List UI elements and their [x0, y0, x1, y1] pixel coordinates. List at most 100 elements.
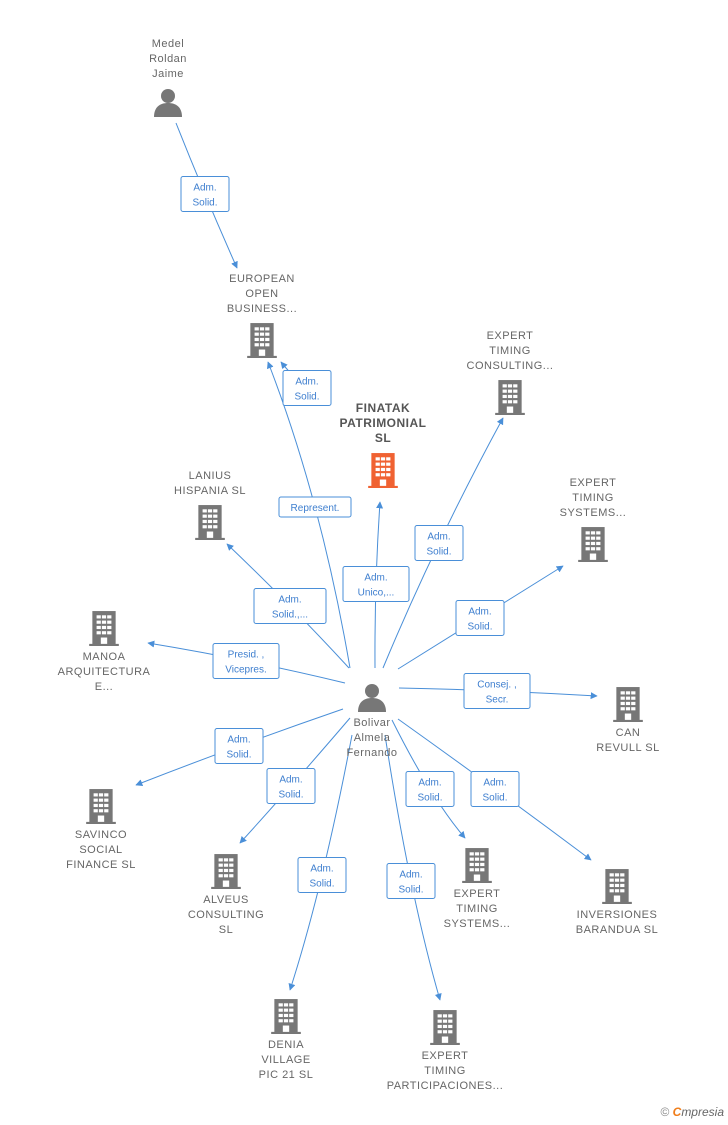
edge-label-frame — [278, 496, 352, 518]
edge-label-box[interactable]: Presid. ,Vicepres. — [212, 643, 280, 679]
node-label-line: REVULL SL — [596, 742, 659, 754]
edge-label-box[interactable]: Adm. Solid. — [297, 857, 347, 893]
node-label-line: TIMING — [424, 1065, 466, 1077]
edge-label-text: Adm. — [483, 778, 506, 789]
node-expert3[interactable]: EXPERT TIMING SYSTEMS... — [444, 848, 511, 930]
node-label-line: Roldan — [149, 53, 187, 65]
node-expert2[interactable]: EXPERT TIMING SYSTEMS... — [560, 477, 627, 562]
edge-label-frame — [180, 176, 230, 212]
nodes-layer: MedelRoldanJaimeEUROPEANOPENBUSINESS...F… — [58, 38, 660, 1092]
edge-label-text: Unico,... — [358, 588, 395, 599]
node-label-line: LANIUS — [189, 470, 232, 482]
node-expert1[interactable]: EXPERTTIMINGCONSULTING... — [467, 330, 554, 415]
node-label-line: TIMING — [572, 492, 614, 504]
node-label-line: EXPERT — [422, 1050, 469, 1062]
node-label-line: EXPERT — [570, 477, 617, 489]
node-label-line: Medel — [152, 38, 184, 50]
edge-label-box[interactable]: Adm. Solid. — [282, 370, 332, 406]
edge-label-text: Adm. — [418, 778, 441, 789]
edge-label-box[interactable]: Adm.Solid. — [386, 863, 436, 899]
edge-label-text: Solid. — [417, 793, 442, 804]
edge-label-box[interactable]: Represent. — [278, 496, 352, 518]
edge-label-frame — [455, 600, 505, 636]
copyright-icon: © — [660, 1105, 670, 1119]
edge-label-text: Solid. — [294, 392, 319, 403]
node-european[interactable]: EUROPEAN OPEN BUSINESS... — [227, 273, 297, 358]
building-icon — [195, 505, 225, 540]
edge-label-text: Adm. — [310, 864, 333, 875]
node-label-line: Fernando — [346, 747, 397, 759]
edge-label-frame — [297, 857, 347, 893]
brand-logo: Cmpresia — [672, 1105, 724, 1119]
building-icon — [271, 999, 301, 1034]
edge-label-text: Adm. — [295, 377, 318, 388]
building-icon — [462, 848, 492, 883]
node-label-line: TIMING — [489, 345, 531, 357]
edge-label-frame — [253, 588, 327, 624]
edge-label-box[interactable]: Adm.Solid. — [214, 728, 264, 764]
node-can[interactable]: CAN REVULL SL — [596, 687, 659, 754]
edge-label-frame — [212, 643, 280, 679]
edge-label-box[interactable]: Adm.Solid. — [266, 768, 316, 804]
edge-label-text: Vicepres. — [225, 665, 267, 676]
edge-label-box[interactable]: Adm.Solid.,... — [253, 588, 327, 624]
node-label-line: SYSTEMS... — [444, 918, 511, 930]
node-label-line: EXPERT — [454, 888, 501, 900]
node-label-line: MANOA — [83, 651, 126, 663]
edge-label-box[interactable]: Adm.Solid. — [414, 525, 464, 561]
edge-label-frame — [470, 771, 520, 807]
edge-label-text: Adm. — [399, 870, 422, 881]
edge-label-frame — [214, 728, 264, 764]
edge-label-text: Solid. — [482, 793, 507, 804]
node-label-line: Almela — [354, 732, 391, 744]
building-icon — [368, 453, 398, 488]
edge-label-box[interactable]: Adm. Solid. — [470, 771, 520, 807]
edge-label-text: Represent. — [291, 503, 340, 514]
node-label-line: OPEN — [245, 288, 278, 300]
node-label-line: BARANDUA SL — [576, 924, 659, 936]
edge-label-text: Solid. — [467, 622, 492, 633]
node-expert4[interactable]: EXPERTTIMINGPARTICIPACIONES... — [387, 1010, 504, 1092]
edge-labels-layer: Adm. Solid. Adm. Solid. Represent. Adm. Unico,… — [180, 176, 531, 899]
node-label-line: BUSINESS... — [227, 303, 297, 315]
node-label-line: TIMING — [456, 903, 498, 915]
edge-label-frame — [282, 370, 332, 406]
edge-label-frame — [463, 673, 531, 709]
node-label-line: PATRIMONIAL — [339, 416, 426, 430]
node-manoa[interactable]: MANOAARQUITECTURAE... — [58, 611, 151, 693]
node-label-line: CONSULTING... — [467, 360, 554, 372]
edge-label-text: Adm. — [278, 595, 301, 606]
edge-label-box[interactable]: Adm.Solid. — [180, 176, 230, 212]
node-label-line: VILLAGE — [261, 1054, 310, 1066]
edge-label-box[interactable]: Consej. ,Secr. — [463, 673, 531, 709]
edge-label-frame — [405, 771, 455, 807]
edge-label-text: Solid. — [309, 879, 334, 890]
edge-label-box[interactable]: Adm. Solid. — [405, 771, 455, 807]
node-label-line: SYSTEMS... — [560, 507, 627, 519]
edge-label-frame — [342, 566, 410, 602]
node-label-line: SAVINCO — [75, 829, 127, 841]
node-label-line: CAN — [616, 727, 641, 739]
edge-label-text: Solid. — [192, 198, 217, 209]
edge-label-text: Adm. — [468, 607, 491, 618]
edge-label-frame — [386, 863, 436, 899]
edge-label-text: Adm. — [427, 532, 450, 543]
person-icon — [154, 89, 182, 117]
edge-label-box[interactable]: Adm. Unico,... — [342, 566, 410, 602]
edge-label-box[interactable]: Adm. Solid. — [455, 600, 505, 636]
edge-label-text: Adm. — [227, 735, 250, 746]
edge-label-text: Adm. — [364, 573, 387, 584]
building-icon — [247, 323, 277, 358]
node-label-line: EUROPEAN — [229, 273, 295, 285]
building-icon — [86, 789, 116, 824]
edge-label-frame — [266, 768, 316, 804]
